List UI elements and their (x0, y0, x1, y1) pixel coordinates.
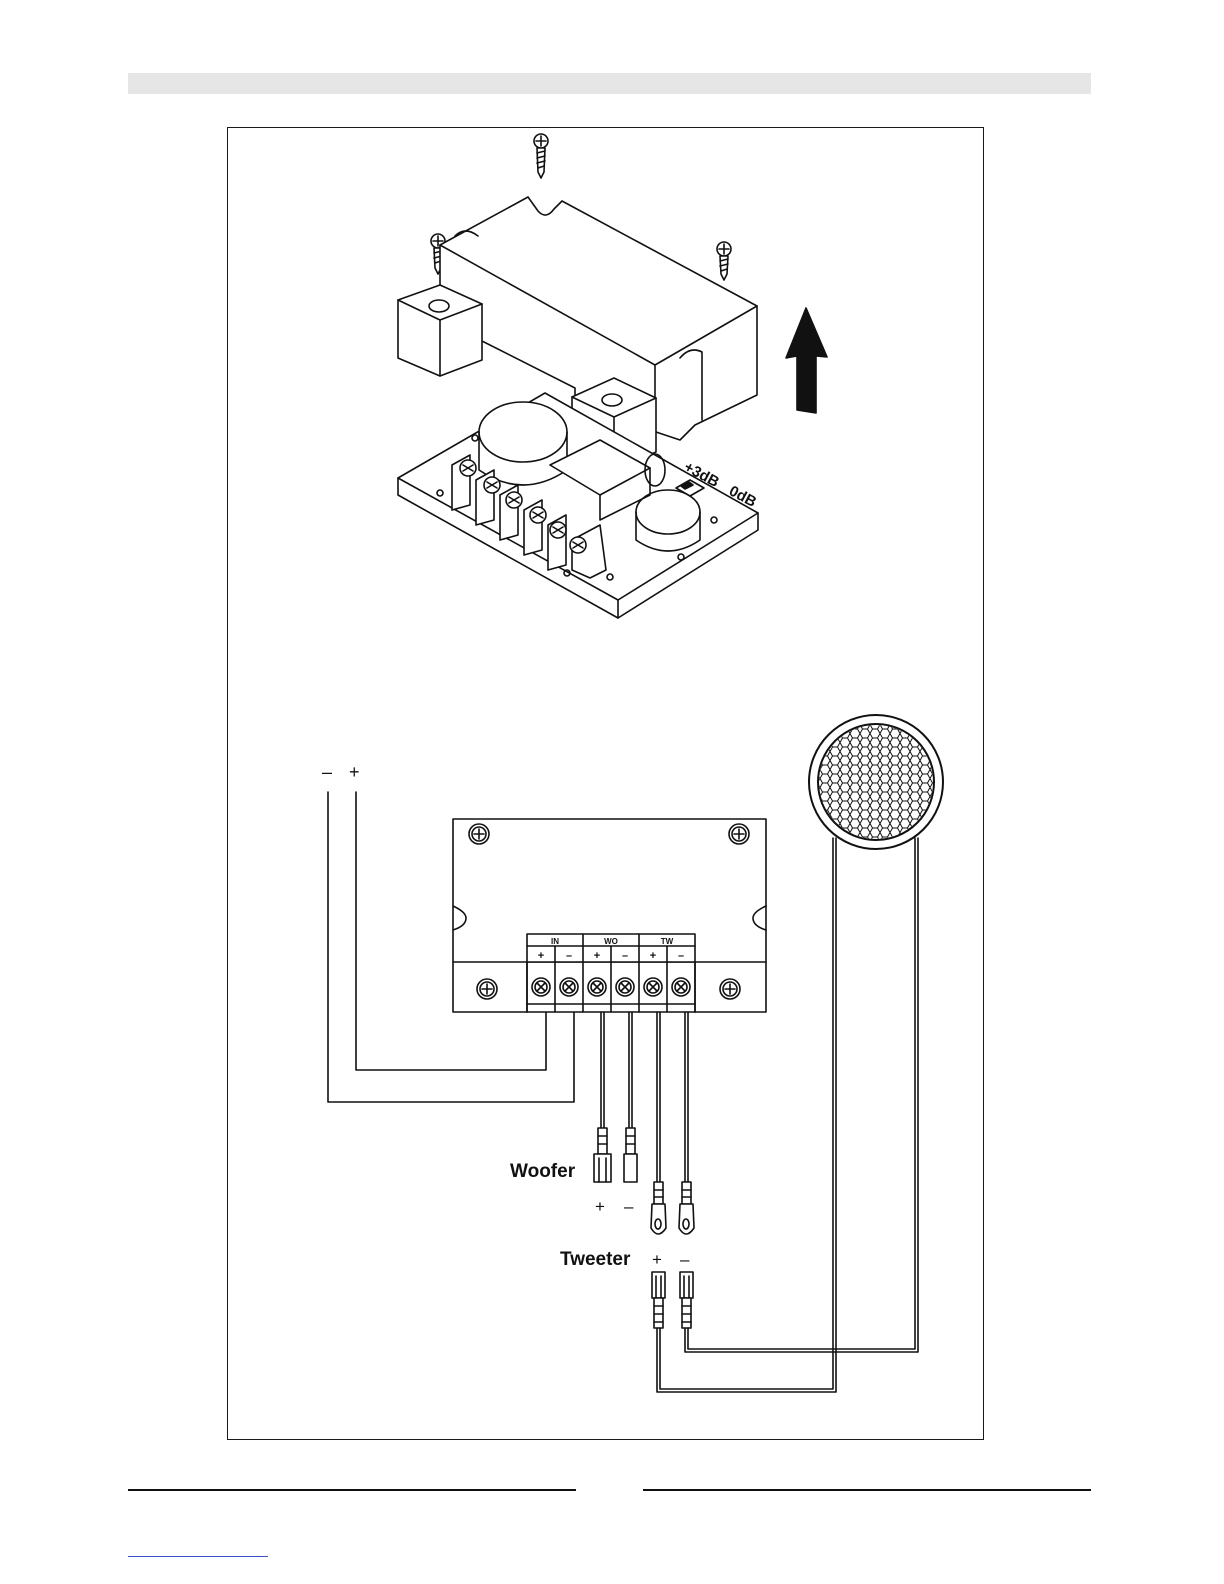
terminal-sign-tw-minus: – (678, 950, 684, 962)
terminal-sign-in-minus: – (566, 950, 572, 962)
lift-arrow (786, 308, 827, 413)
footer-link-underline[interactable] (128, 1556, 268, 1557)
footer-rule-left (128, 1489, 576, 1491)
input-plus-sign: + (349, 762, 360, 782)
terminal-screw-wo-minus (616, 978, 634, 996)
tweeter-plus-sign: + (652, 1250, 662, 1269)
terminal-screw-tw-plus (644, 978, 662, 996)
terminal-sign-wo-minus: – (622, 950, 628, 962)
tweeter-lead-plus (652, 1272, 665, 1328)
tweeter-wires-crossover (657, 1012, 688, 1182)
terminal-sign-wo-plus: + (594, 950, 600, 962)
woofer-connector-minus (624, 1128, 637, 1182)
terminal-group-wo: WO (604, 937, 618, 946)
woofer-wires (601, 1012, 632, 1128)
terminal-sign-in-plus: + (538, 950, 544, 962)
input-minus-sign: – (322, 762, 332, 782)
woofer-connector-plus (594, 1128, 611, 1182)
mounting-screw-bottom-right (720, 979, 740, 999)
woofer-minus-sign: – (624, 1197, 634, 1216)
tweeter-minus-sign: – (680, 1250, 690, 1269)
tweeter-connector-minus (679, 1182, 694, 1234)
woofer-label: Woofer (510, 1161, 576, 1182)
terminal-screw-tw-minus (672, 978, 690, 996)
terminal-screw-in-plus (532, 978, 550, 996)
tweeter-lead-minus (680, 1272, 693, 1328)
terminal-group-tw: TW (661, 937, 674, 946)
terminal-screw-wo-plus (588, 978, 606, 996)
woofer-plus-sign: + (595, 1197, 605, 1216)
cover-screw-top (534, 134, 548, 178)
cover-screw-right (717, 242, 731, 280)
tweeter-connector-plus (651, 1182, 666, 1234)
mounting-screw-top-right (729, 824, 749, 844)
mounting-screw-bottom-left (477, 979, 497, 999)
terminal-group-in: IN (551, 937, 559, 946)
crossover-board: +3dB 0dB (398, 393, 759, 618)
tweeter-speaker (809, 715, 943, 849)
terminal-screw-in-minus (560, 978, 578, 996)
terminal-sign-tw-plus: + (650, 950, 656, 962)
mounting-screw-top-left (469, 824, 489, 844)
tweeter-label: Tweeter (560, 1249, 631, 1270)
crossover-unit: IN WO TW + – + – + – (453, 819, 766, 1012)
footer-rule-right (643, 1489, 1091, 1491)
